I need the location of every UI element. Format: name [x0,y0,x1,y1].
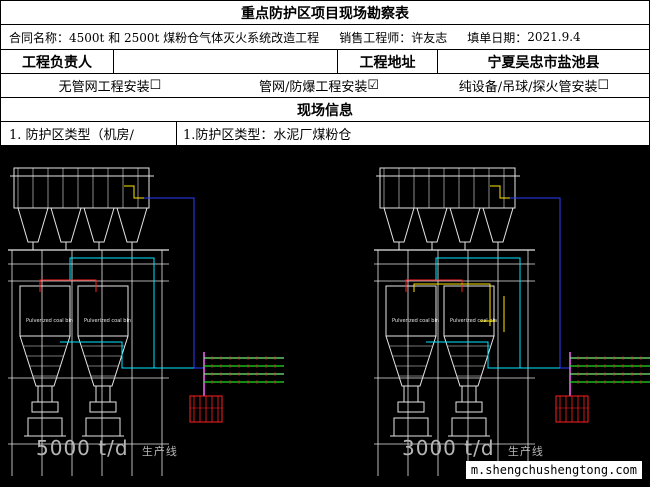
pipe-segment [490,185,510,199]
coal-bin [443,285,495,337]
engineer-label: 销售工程师： [339,30,412,45]
site-label: 工程地址 [337,50,437,73]
install-type-row: 无管网工程安装 ☐ 管网/防爆工程安装 ☑ 纯设备/吊球/探火管安装 ☐ [0,74,650,98]
filter-hopper [416,207,448,243]
scale-unit [85,417,121,437]
pipe-main-blue [144,197,195,368]
install-option-label: 无管网工程安装 [58,80,150,95]
bin-label: Pulverized coal bin [450,318,497,324]
scale-unit [393,417,429,437]
pipe-branch [405,279,463,292]
line-label-5000: 5000 t/d 生产线 [36,436,178,460]
filter-hopper [116,207,148,243]
coal-bin [77,285,129,337]
watermark: m.shengchushengtong.com [465,461,642,479]
date-value: 2021.9.4 [527,30,581,44]
pipe-segment [124,185,144,199]
install-option-label: 管网/防爆工程安装 [258,80,368,95]
checkbox-icon[interactable]: ☐ [597,78,610,93]
filter-hopper [83,207,115,243]
project-info-row: 工程负责人 工程地址 宁夏吴忠市盐池县 [0,50,650,74]
form-title-row: 重点防护区项目现场勘察表 [0,0,650,25]
pipe-cyan [426,341,570,369]
section-title: 现场信息 [297,102,353,119]
section-title-row: 现场信息 [0,98,650,122]
line-label-3000: 3000 t/d 生产线 [402,436,544,460]
contract-label: 合同名称： [9,30,70,45]
filter-hopper [50,207,82,243]
pipe-cyan [69,257,155,368]
filter-hopper [383,207,415,243]
pipe-main-blue [510,197,561,368]
cad-drawing: Pulverized coal bin Pulverized coal bin Pu… [0,146,650,487]
line-suffix: 生产线 [141,445,178,458]
scale-unit [27,417,63,437]
bag-filter-housing [13,167,150,209]
filter-hopper [17,207,49,243]
checkbox-icon[interactable]: ☑ [367,78,380,93]
zone-type-right: 1.防护区类型：水泥厂煤粉仓 [176,122,649,145]
line-capacity: 3000 t/d [402,436,495,460]
coal-bin-cone [443,335,495,387]
filter-hopper [482,207,514,243]
zone-type-left: 1. 防护区类型（机房/ [9,128,134,143]
engineer-name: 许友志 [411,30,448,45]
install-option-1[interactable]: 无管网工程安装 ☐ [1,74,219,97]
install-option-3[interactable]: 纯设备/吊球/探火管安装 ☐ [419,74,649,97]
coal-bin-cone [385,335,437,387]
bin-outlet [95,385,111,403]
install-option-2[interactable]: 管网/防爆工程安装 ☑ [219,74,419,97]
project-lead-value[interactable] [113,50,337,73]
bin-outlet [37,385,53,403]
coal-bin-cone [77,335,129,387]
cad-drawing-canvas: Pulverized coal bin Pulverized coal bin Pu… [8,167,650,476]
checkbox-icon[interactable]: ☐ [149,78,162,93]
pipe-branch [39,279,97,292]
line-capacity: 5000 t/d [36,436,129,460]
project-lead-label: 工程负责人 [22,54,92,71]
bin-label: Pulverized coal bin [392,318,439,324]
zone-type-row: 1. 防护区类型（机房/ 1.防护区类型：水泥厂煤粉仓 [0,122,650,146]
bag-filter-housing [379,167,516,209]
feeder [455,401,483,413]
contract-name: 4500t 和 2500t 煤粉仓气体灭火系统改造工程 [69,30,320,45]
filter-hopper [449,207,481,243]
pipe-cyan [435,257,521,368]
bin-label: Pulverized coal bin [84,318,131,324]
date-label: 填单日期： [467,30,528,45]
contract-row: 合同名称： 4500t 和 2500t 煤粉仓气体灭火系统改造工程 销售工程师：… [0,25,650,50]
coal-bin [19,285,71,337]
pipe-cyan [60,341,204,369]
coal-bin-cone [19,335,71,387]
site-value: 宁夏吴忠市盐池县 [437,50,649,73]
bin-outlet [461,385,477,403]
coal-bin [385,285,437,337]
pipe-yellow [413,283,491,326]
line-suffix: 生产线 [507,445,544,458]
scale-unit [451,417,487,437]
feeder [397,401,425,413]
install-option-label: 纯设备/吊球/探火管安装 [458,80,598,95]
form-title: 重点防护区项目现场勘察表 [241,5,409,22]
feeder [31,401,59,413]
bin-label: Pulverized coal bin [26,318,73,324]
bin-outlet [403,385,419,403]
feeder [89,401,117,413]
